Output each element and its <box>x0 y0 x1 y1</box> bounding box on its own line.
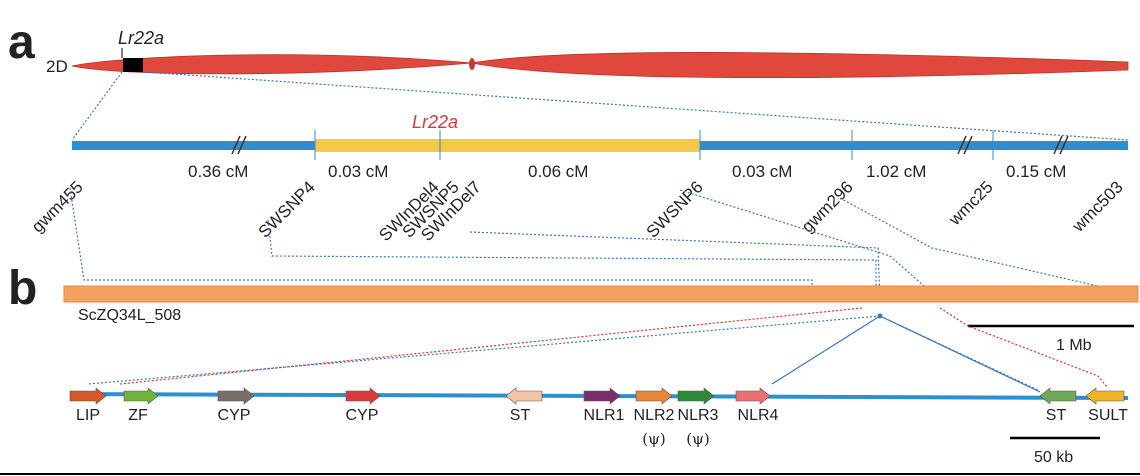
zoom-lines-a <box>71 71 1129 141</box>
gene-arrow-nlr3 <box>677 387 715 405</box>
interval-label: 1.02 cM <box>866 162 926 181</box>
gene-arrow-cyp <box>217 387 255 405</box>
gene-arrow-zf <box>123 387 159 405</box>
gene-label: NLR2 <box>634 407 675 424</box>
marker-label: SWSNP4 <box>255 177 319 241</box>
marker-label: wmc25 <box>945 177 997 229</box>
chromosome-2d <box>71 48 1129 79</box>
gene-label: NLR1 <box>584 407 625 424</box>
genetic-map <box>72 130 1128 160</box>
gene-label: CYP <box>218 407 251 424</box>
lr22a-locus-block <box>123 58 143 72</box>
gene-arrow-lip <box>69 387 107 405</box>
contig-bar <box>63 285 1139 303</box>
gene-arrow-st <box>1039 387 1077 405</box>
interval-label: 0.06 cM <box>528 162 588 181</box>
interval-label: 0.36 cM <box>188 162 248 181</box>
scale-label-50kb: 50 kb <box>1034 449 1073 466</box>
gene-label: ZF <box>128 407 148 424</box>
interval-label: 0.03 cM <box>328 162 388 181</box>
gene-label: ST <box>1046 407 1067 424</box>
chromosome-label: 2D <box>46 57 68 76</box>
gene-arrow-nlr2 <box>635 387 673 405</box>
marker-label: SWSNP6 <box>643 177 707 241</box>
gene-arrow-nlr1 <box>583 387 621 405</box>
gene-label: ST <box>510 407 531 424</box>
panel-b-letter: b <box>8 262 37 315</box>
gene-arrow-nlr4 <box>735 387 771 405</box>
zoom-lines-blue-b <box>87 315 1039 391</box>
scale-label-1mb: 1 Mb <box>1056 337 1092 354</box>
gene-position-lines <box>771 313 1041 393</box>
interval-label: 0.03 cM <box>732 162 792 181</box>
genes-layer: LIP ZF CYP CYP ST NLR1 NLR2 (ψ) NLR3 (ψ) NLR4 ST SUL… <box>69 387 1128 448</box>
gene-arrow-sult <box>1085 387 1125 405</box>
gene-arrow-st <box>505 387 543 405</box>
map-gene-label: Lr22a <box>412 112 458 132</box>
panel-a-letter: a <box>8 16 35 69</box>
gene-arrow-cyp <box>345 387 381 405</box>
gene-label: NLR4 <box>738 407 779 424</box>
marker-label: gwm455 <box>28 177 87 236</box>
contig-label: ScZQ34L_508 <box>78 307 181 324</box>
zoom-lines-red <box>119 307 1109 389</box>
gene-label: SULT <box>1088 407 1128 424</box>
pseudogene-marker: (ψ) <box>686 430 709 448</box>
pseudogene-marker: (ψ) <box>642 430 665 448</box>
gene-label: LIP <box>76 407 100 424</box>
gene-label: NLR3 <box>678 407 719 424</box>
interval-label: 0.15 cM <box>1006 162 1066 181</box>
gene-label: CYP <box>346 407 379 424</box>
marker-label: gwm296 <box>798 177 857 236</box>
marker-label: wmc503 <box>1068 177 1127 236</box>
chromosome-gene-label: Lr22a <box>118 28 164 48</box>
